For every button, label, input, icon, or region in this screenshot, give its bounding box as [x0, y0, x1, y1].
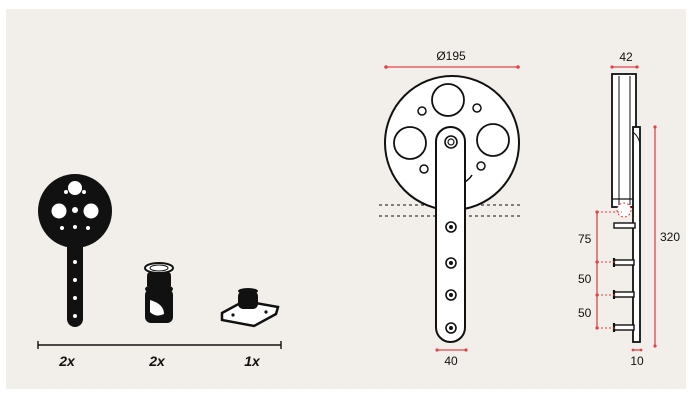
floor-guide-icon	[220, 288, 280, 328]
bolt-side-view	[612, 258, 635, 332]
spacing-dimensions	[595, 210, 622, 330]
hanger-icon	[38, 174, 112, 327]
spacing-2-label: 50	[578, 306, 592, 320]
wheel-diameter-dimension	[384, 65, 520, 69]
wheel-width-label: 42	[619, 50, 633, 64]
floor-guide-quantity: 1x	[244, 353, 261, 369]
total-height-label: 320	[660, 230, 680, 244]
roller-stop-icon	[144, 262, 174, 323]
diagram-panel	[6, 9, 686, 389]
strap-width-label: 40	[444, 354, 458, 368]
spacing-1-label: 50	[578, 272, 592, 286]
quantity-axis	[37, 341, 282, 349]
thickness-label: 10	[630, 354, 644, 368]
hanger-quantity: 2x	[58, 353, 76, 369]
wheel-width-dimension	[610, 65, 639, 69]
offset-top-label: 75	[578, 232, 592, 246]
hanger-strap-side-view	[632, 126, 641, 343]
wheel-side-view	[611, 73, 637, 208]
roller-stop-quantity: 2x	[148, 353, 166, 369]
total-height-dimension	[653, 125, 657, 348]
wheel-diameter-label: Ø195	[436, 49, 466, 63]
strap-width-dimension	[435, 348, 468, 352]
thickness-dimension	[631, 348, 643, 352]
hanger-strap-front-view	[435, 126, 466, 343]
axle-side-view	[613, 202, 636, 229]
